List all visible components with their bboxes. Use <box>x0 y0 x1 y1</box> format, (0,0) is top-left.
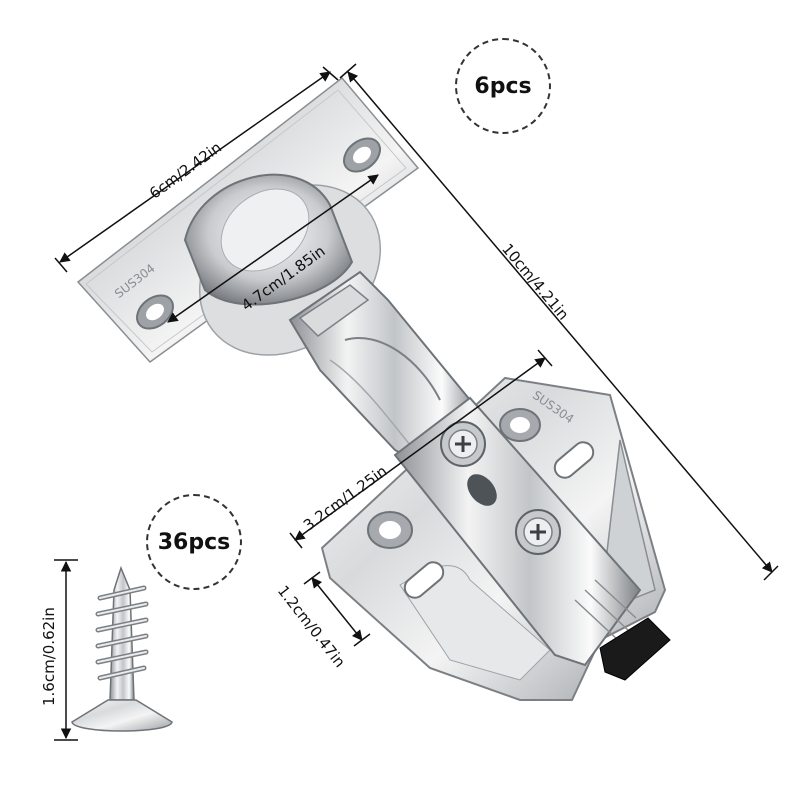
adjustment-screw-bottom <box>515 509 561 555</box>
screw-length-label: 1.6cm/0.62in <box>40 607 58 706</box>
hinge-quantity-badge: 6pcs <box>455 38 551 134</box>
screw-quantity-badge: 36pcs <box>146 494 242 590</box>
clip-lever <box>599 617 671 681</box>
dimension-lines <box>54 63 779 741</box>
screw-quantity-text: 36pcs <box>157 529 231 555</box>
wood-screw <box>71 565 173 732</box>
hinge-quantity-text: 6pcs <box>474 73 532 99</box>
